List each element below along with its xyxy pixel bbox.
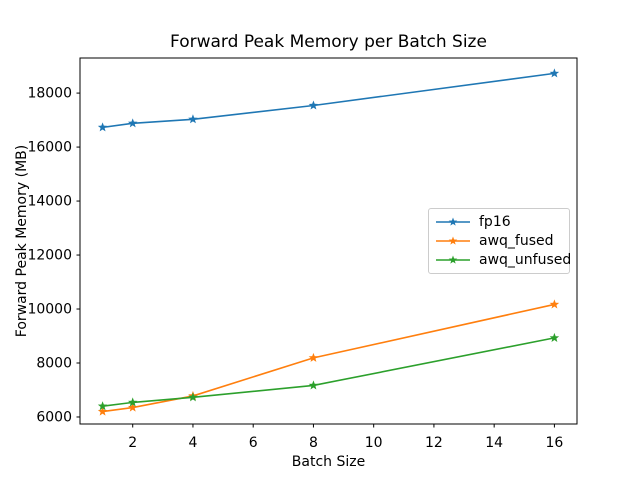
y-axis-label: Forward Peak Memory (MB): [14, 144, 30, 338]
legend-label-awq_unfused: awq_unfused: [479, 252, 572, 269]
y-tick-label: 14000: [27, 194, 72, 210]
marker-star-awq_fused: [308, 352, 319, 362]
y-tick-label: 6000: [36, 409, 72, 425]
x-tick-label: 6: [249, 435, 258, 451]
chart-title: Forward Peak Memory per Batch Size: [170, 32, 487, 52]
x-tick-label: 14: [485, 435, 503, 451]
legend-entry-awq_unfused: awq_unfused: [435, 251, 571, 270]
y-tick-label: 8000: [36, 355, 72, 371]
marker-star-fp16: [97, 122, 108, 132]
y-tick-label: 10000: [27, 301, 72, 317]
legend-line-sample-awq_unfused: [436, 255, 470, 264]
series-line-awq_fused: [101, 303, 556, 413]
x-tick-label: 8: [309, 435, 318, 451]
x-tick-label: 16: [545, 435, 563, 451]
x-tick-label: 10: [365, 435, 383, 451]
marker-star-awq_unfused: [127, 397, 138, 407]
legend-star-icon: [448, 255, 458, 264]
legend-label-fp16: fp16: [479, 213, 511, 230]
marker-star-fp16: [188, 114, 198, 124]
y-tick-label: 18000: [27, 86, 72, 102]
legend-line-sample-awq_fused: [436, 236, 470, 245]
x-axis-label: Batch Size: [291, 454, 366, 470]
plot-border: [79, 57, 578, 425]
marker-star-awq_fused: [127, 402, 138, 412]
series-line-fp16: [101, 72, 556, 129]
legend-line-sample-fp16: [436, 217, 470, 226]
y-tick-label: 12000: [27, 248, 72, 264]
legend-label-awq_fused: awq_fused: [479, 232, 554, 249]
marker-star-awq_fused: [549, 299, 560, 309]
x-tick-label: 2: [128, 435, 137, 451]
legend: fp16 awq_fused awq_unfused: [428, 208, 571, 274]
x-tick-label: 4: [188, 435, 197, 451]
marker-star-awq_fused: [97, 406, 108, 416]
legend-star-icon: [448, 236, 458, 245]
legend-star-icon: [448, 217, 458, 226]
marker-star-awq_unfused: [97, 401, 108, 411]
marker-star-awq_unfused: [308, 380, 319, 390]
x-tick-label: 12: [425, 435, 443, 451]
series-line-awq_unfused: [101, 337, 556, 407]
legend-entry-awq_fused: awq_fused: [435, 231, 563, 250]
marker-star-awq_unfused: [188, 392, 198, 402]
y-tick-label: 16000: [27, 140, 72, 156]
marker-star-fp16: [549, 68, 560, 78]
legend-entry-fp16: fp16: [435, 212, 563, 231]
marker-star-awq_unfused: [549, 332, 560, 342]
marker-star-fp16: [308, 100, 319, 110]
marker-star-fp16: [127, 118, 138, 128]
